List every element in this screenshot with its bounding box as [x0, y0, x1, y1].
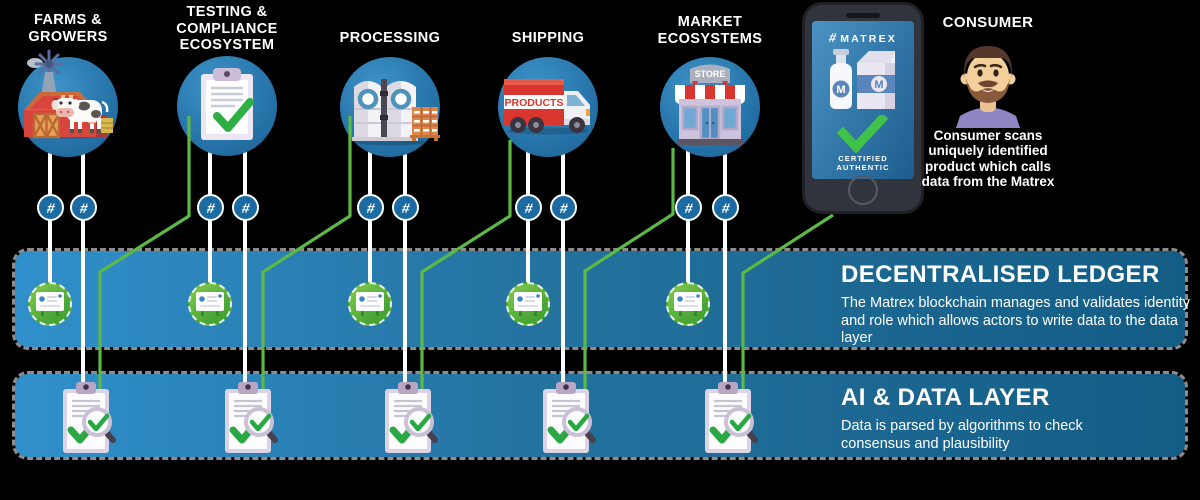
- phone-screen: #MATREX M M CERTIFIED AUTHENTIC: [812, 21, 914, 179]
- svg-text:M: M: [836, 84, 845, 96]
- compliance-clipboard-icon: [201, 68, 254, 140]
- label-farms-growers: FARMS & GROWERS: [28, 12, 108, 45]
- phone-home-button: [848, 175, 878, 205]
- consumer-avatar: [956, 46, 1020, 128]
- crates-illustration: [410, 107, 440, 141]
- certified-check-icon: [836, 115, 889, 153]
- station-testing-compliance: [177, 56, 277, 156]
- audit-clipboard-icon: [55, 382, 117, 458]
- hash-node-icon: #: [197, 194, 224, 221]
- hash-node-icon: #: [712, 194, 739, 221]
- certified-authentic-text: CERTIFIED AUTHENTIC: [836, 154, 890, 172]
- hash-node-icon: #: [515, 194, 542, 221]
- label-consumer: CONSUMER: [942, 14, 1034, 31]
- label-market-ecosystems: MARKET ECOSYSTEMS: [657, 14, 763, 47]
- station-market-ecosystems: STORE: [660, 57, 760, 157]
- silos-icon: [352, 79, 440, 146]
- data-band-description: Data is parsed by algorithms to check co…: [841, 418, 1083, 452]
- identity-badge-icon: [506, 282, 550, 326]
- svg-text:STORE: STORE: [695, 69, 726, 79]
- matrex-logo: #MATREX: [812, 29, 914, 47]
- data-band-title: AI & DATA LAYER: [841, 384, 1050, 411]
- identity-badge-icon: [188, 282, 232, 326]
- svg-text:M: M: [874, 79, 883, 91]
- station-shipping: PRODUCTS: [498, 57, 598, 157]
- station-farms-growers: [18, 49, 118, 157]
- milk-products-icon: M M: [830, 49, 895, 109]
- identity-badge-icon: [348, 282, 392, 326]
- matrex-hash-icon: #: [827, 30, 838, 45]
- cow-illustration: [51, 95, 109, 133]
- phone-speaker: [846, 13, 880, 18]
- ledger-band-description: The Matrex blockchain manages and valida…: [841, 295, 1190, 347]
- ai-data-layer-band: AI & DATA LAYER Data is parsed by algori…: [12, 371, 1188, 460]
- hash-node-icon: #: [550, 194, 577, 221]
- consumer-description: Consumer scans uniquely identified produ…: [921, 128, 1055, 190]
- hash-node-icon: #: [37, 194, 64, 221]
- svg-text:PRODUCTS: PRODUCTS: [505, 97, 564, 109]
- store-icon: STORE: [675, 64, 745, 145]
- hash-node-icon: #: [392, 194, 419, 221]
- audit-clipboard-icon: [217, 382, 279, 458]
- audit-clipboard-icon: [377, 382, 439, 458]
- station-processing: [340, 57, 440, 157]
- ledger-band-text: DECENTRALISED LEDGER The Matrex blockcha…: [841, 261, 1191, 348]
- hash-node-icon: #: [232, 194, 259, 221]
- truck-icon: PRODUCTS: [504, 79, 590, 135]
- farm-icon: [23, 49, 113, 139]
- ledger-band-title: DECENTRALISED LEDGER: [841, 261, 1160, 288]
- hash-node-icon: #: [675, 194, 702, 221]
- label-testing-compliance: TESTING & COMPLIANCE ECOSYSTEM: [176, 4, 278, 54]
- label-shipping: SHIPPING: [511, 30, 585, 46]
- identity-badge-icon: [666, 282, 710, 326]
- audit-clipboard-icon: [535, 382, 597, 458]
- matrex-brand-text: MATREX: [840, 33, 897, 45]
- audit-clipboard-icon: [697, 382, 759, 458]
- hash-node-icon: #: [70, 194, 97, 221]
- label-processing: PROCESSING: [339, 30, 441, 46]
- identity-badge-icon: [28, 282, 72, 326]
- hash-node-icon: #: [357, 194, 384, 221]
- data-band-text: AI & DATA LAYER Data is parsed by algori…: [841, 384, 1141, 453]
- matrex-phone: #MATREX M M CERTIFIED AUTHENTIC: [802, 2, 924, 214]
